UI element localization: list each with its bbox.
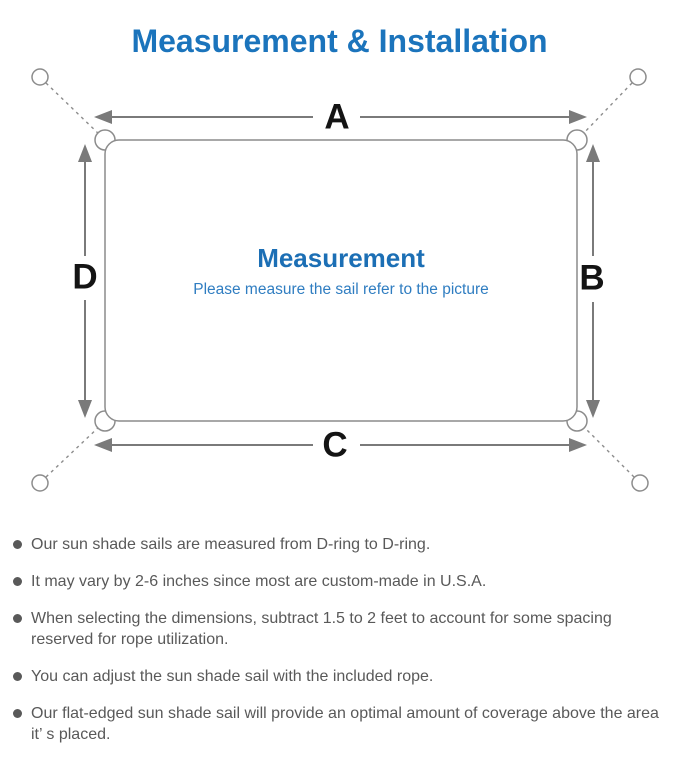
dimension-label-a: A — [324, 97, 350, 137]
note-text: When selecting the dimensions, subtract … — [31, 610, 612, 648]
diagram-subtitle: Please measure the sail refer to the pic… — [193, 281, 489, 298]
rope-line-top-right — [580, 82, 633, 137]
note-text: Our sun shade sails are measured from D-… — [31, 536, 431, 553]
list-item: You can adjust the sun shade sail with t… — [13, 666, 663, 687]
bullet-dot-icon — [13, 540, 22, 549]
list-item: Our sun shade sails are measured from D-… — [13, 534, 663, 555]
notes-list: Our sun shade sails are measured from D-… — [13, 534, 663, 761]
list-item: It may vary by 2-6 inches since most are… — [13, 571, 663, 592]
diagram-heading: Measurement — [257, 243, 425, 273]
sail-outline — [104, 139, 578, 422]
dimension-label-c: C — [322, 425, 348, 465]
bullet-dot-icon — [13, 577, 22, 586]
dimension-arrow-c — [94, 438, 587, 452]
note-text: It may vary by 2-6 inches since most are… — [31, 573, 487, 590]
anchor-ring-icon-bottom-right — [631, 474, 649, 492]
rope-line-bottom-right — [581, 424, 635, 478]
rope-line-top-left — [45, 82, 102, 137]
rope-line-bottom-left — [45, 424, 102, 478]
sail-diagram-graphic — [31, 68, 649, 492]
dimension-label-d: D — [72, 257, 98, 297]
dimension-arrow-a — [94, 110, 587, 124]
dimension-label-b: B — [579, 258, 605, 298]
anchor-ring-icon-top-left — [31, 68, 49, 86]
anchor-ring-icon-top-right — [629, 68, 647, 86]
diagram-center-text: Measurement Please measure the sail refe… — [105, 243, 577, 299]
page-title: Measurement & Installation — [131, 23, 548, 60]
anchor-ring-icon-bottom-left — [31, 474, 49, 492]
bullet-dot-icon — [13, 614, 22, 623]
dimension-arrow-b — [586, 144, 600, 418]
note-text: You can adjust the sun shade sail with t… — [31, 668, 434, 685]
dimension-arrow-d — [78, 144, 92, 418]
bullet-dot-icon — [13, 709, 22, 718]
bullet-dot-icon — [13, 672, 22, 681]
list-item: When selecting the dimensions, subtract … — [13, 608, 663, 650]
infographic-page: { "colors": { "accent-blue": "#1b74bc", … — [0, 23, 679, 743]
sail-measurement-diagram: A B C D Measurement Please measure the s… — [0, 60, 679, 520]
